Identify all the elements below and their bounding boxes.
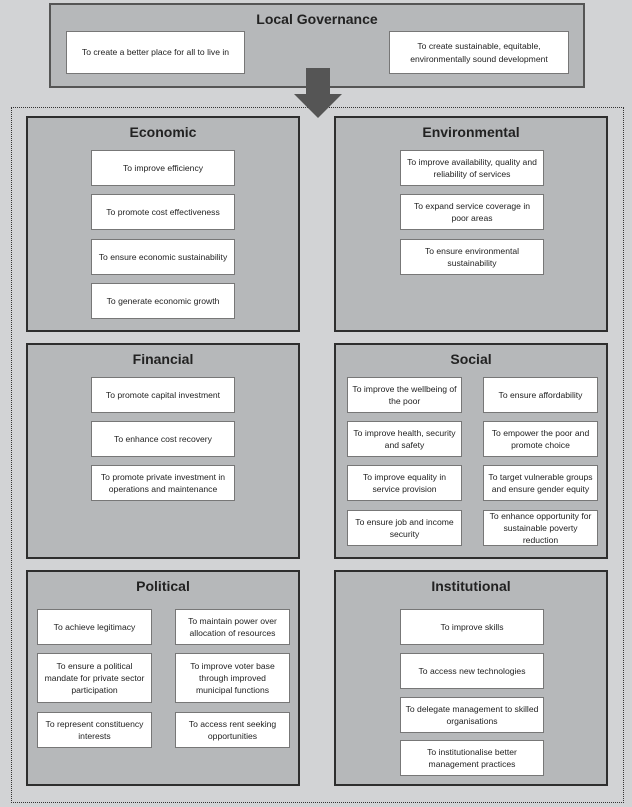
social-item-4: To empower the poor and promote choice [483,421,598,457]
social-item-8: To enhance opportunity for sustainable p… [483,510,598,546]
environmental-item-2: To expand service coverage in poor areas [400,194,544,230]
institutional-item-2: To access new technologies [400,653,544,689]
political-item-4: To improve voter base through improved m… [175,653,290,703]
social-item-3: To improve health, security and safety [347,421,462,457]
economic-item-4: To generate economic growth [91,283,235,319]
panel-institutional-title: Institutional [431,578,511,594]
political-item-5: To represent constituency interests [37,712,152,748]
political-item-2: To maintain power over allocation of res… [175,609,290,645]
social-item-1: To improve the wellbeing of the poor [347,377,462,413]
institutional-item-3: To delegate management to skilled organi… [400,697,544,733]
economic-item-2: To promote cost effectiveness [91,194,235,230]
institutional-item-1: To improve skills [400,609,544,645]
goal-better-place: To create a better place for all to live… [66,31,245,74]
local-governance-title: Local Governance [256,11,378,27]
political-item-3: To ensure a political mandate for privat… [37,653,152,703]
social-item-5: To improve equality in service provision [347,465,462,501]
political-item-1: To achieve legitimacy [37,609,152,645]
economic-item-1: To improve efficiency [91,150,235,186]
environmental-item-3: To ensure environmental sustainability [400,239,544,275]
down-arrow-icon [294,68,342,118]
panel-economic-title: Economic [129,124,197,140]
panel-financial-title: Financial [132,351,194,367]
financial-item-1: To promote capital investment [91,377,235,413]
institutional-item-4: To institutionalise better management pr… [400,740,544,776]
economic-item-3: To ensure economic sustainability [91,239,235,275]
panel-environmental-title: Environmental [422,124,520,140]
social-item-2: To ensure affordability [483,377,598,413]
goal-sustainable-development: To create sustainable, equitable, enviro… [389,31,569,74]
environmental-item-1: To improve availability, quality and rel… [400,150,544,186]
political-item-6: To access rent seeking opportunities [175,712,290,748]
financial-item-3: To promote private investment in operati… [91,465,235,501]
social-item-6: To target vulnerable groups and ensure g… [483,465,598,501]
financial-item-2: To enhance cost recovery [91,421,235,457]
panel-political-title: Political [136,578,190,594]
panel-social-title: Social [450,351,492,367]
social-item-7: To ensure job and income security [347,510,462,546]
